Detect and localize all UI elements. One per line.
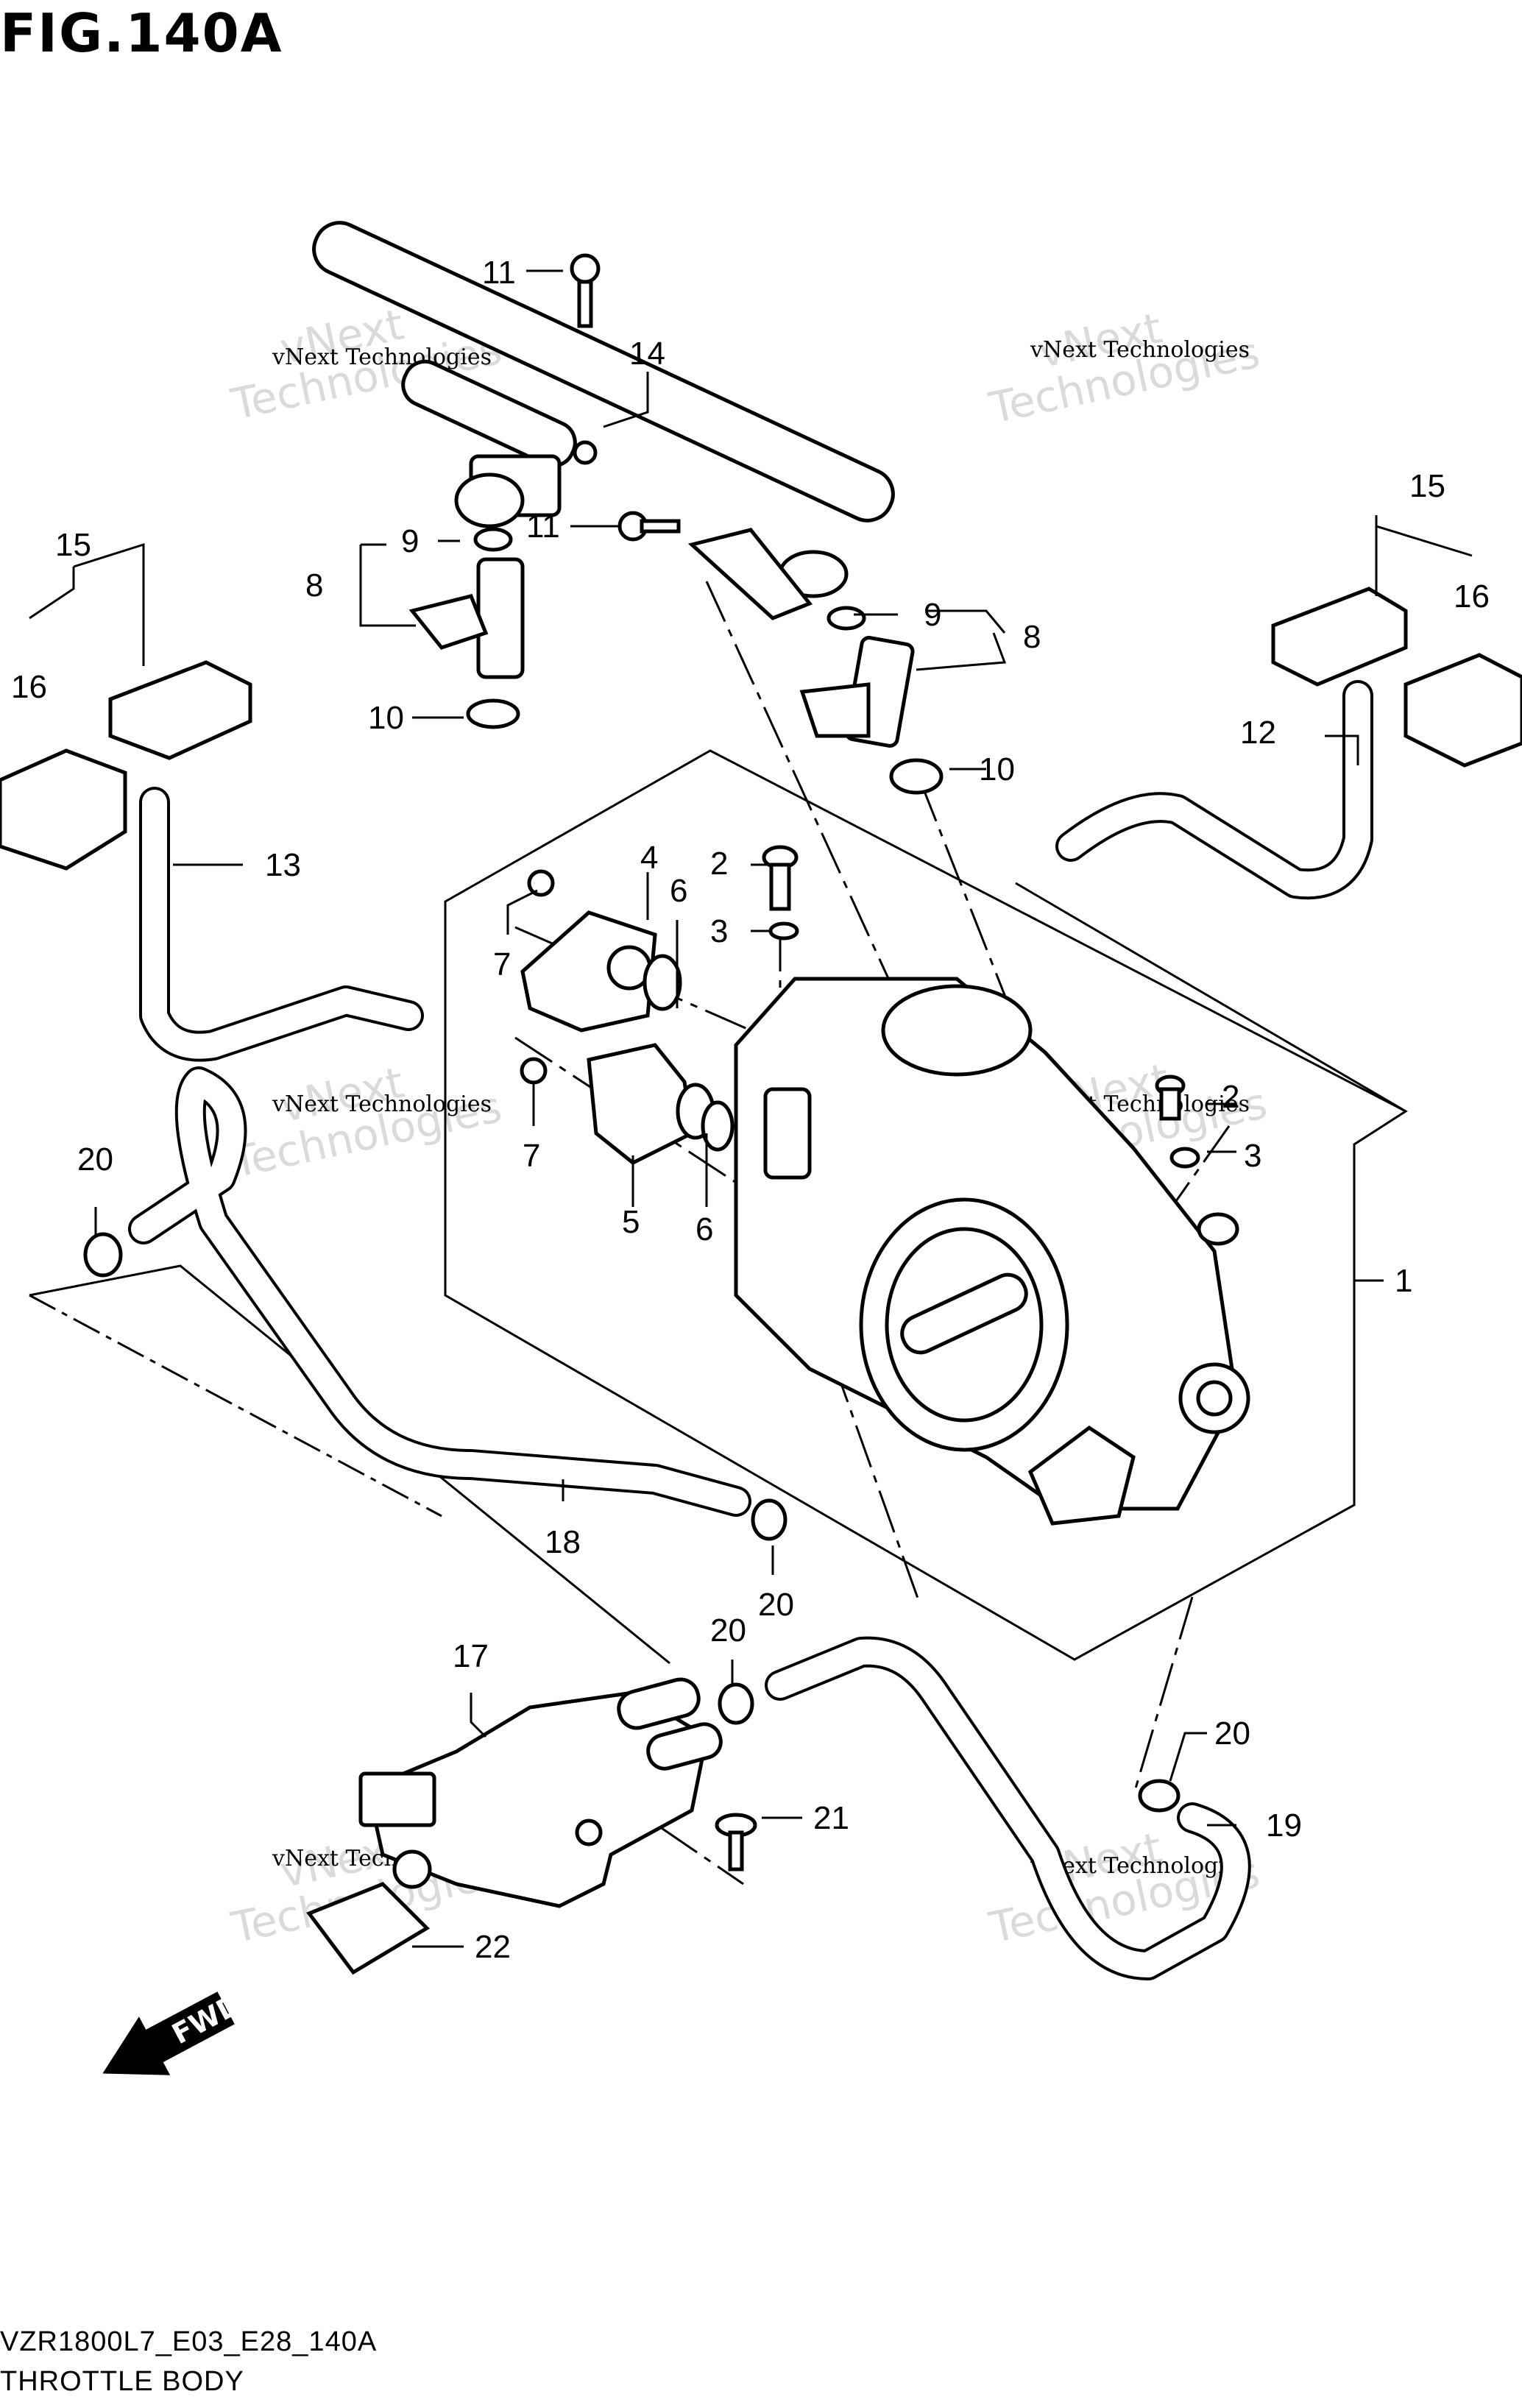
callout-11-mid: 11 bbox=[526, 509, 560, 545]
coupler-left bbox=[0, 660, 252, 871]
callout-8-left: 8 bbox=[305, 567, 323, 603]
callout-21: 21 bbox=[813, 1800, 849, 1836]
watermark-small: vNext Technologies bbox=[1030, 337, 1250, 363]
callout-16-right: 16 bbox=[1454, 578, 1490, 615]
callout-9-right: 9 bbox=[924, 597, 941, 633]
bolt-21 bbox=[715, 1813, 757, 1871]
throttle-body bbox=[734, 977, 1250, 1526]
hose-19 bbox=[765, 1636, 1251, 1980]
callout-4: 4 bbox=[640, 840, 658, 876]
callout-10-right: 10 bbox=[979, 751, 1015, 787]
sensor-5 bbox=[520, 1043, 735, 1165]
fwd-label: FWD bbox=[167, 1988, 247, 2051]
clamp-20-left bbox=[83, 1232, 123, 1278]
coupler-right bbox=[1271, 587, 1522, 768]
watermark-top-right: vNext Technologies bbox=[985, 303, 1264, 433]
hose-18 bbox=[128, 1066, 751, 1517]
screw-2-right bbox=[1155, 1074, 1200, 1169]
figure-title: FIG.140A bbox=[0, 2, 283, 64]
callout-6-bottom: 6 bbox=[695, 1211, 713, 1247]
callout-15-left: 15 bbox=[55, 527, 91, 563]
callout-9-left: 9 bbox=[401, 523, 419, 559]
callout-18: 18 bbox=[545, 1524, 581, 1560]
callout-5: 5 bbox=[622, 1204, 640, 1240]
callout-13: 13 bbox=[265, 847, 301, 883]
callout-14: 14 bbox=[629, 336, 665, 372]
hose-group-outline bbox=[29, 1264, 670, 1665]
pad-22 bbox=[306, 1882, 431, 1975]
injector-right bbox=[799, 606, 944, 795]
fuel-rail bbox=[312, 221, 895, 620]
callout-12: 12 bbox=[1240, 715, 1276, 751]
hose-12 bbox=[1055, 680, 1373, 900]
callout-15-right: 15 bbox=[1409, 468, 1445, 504]
callout-22: 22 bbox=[475, 1929, 511, 1965]
screw-2-top bbox=[762, 845, 799, 941]
hose-group-outline-2 bbox=[29, 1294, 442, 1518]
callout-10-left: 10 bbox=[368, 700, 404, 736]
callout-8-right: 8 bbox=[1023, 619, 1041, 655]
figure-caption: THROTTLE BODY bbox=[0, 2366, 244, 2397]
model-code: VZR1800L7_E03_E28_140A bbox=[0, 2326, 378, 2357]
clamp-20-lower bbox=[718, 1682, 754, 1725]
callout-11-top: 11 bbox=[482, 255, 516, 291]
callout-19: 19 bbox=[1266, 1807, 1302, 1844]
callout-7-top: 7 bbox=[493, 946, 511, 982]
watermark-small: vNext Technologies bbox=[272, 1091, 492, 1117]
callout-17: 17 bbox=[453, 1638, 489, 1674]
callout-20-left: 20 bbox=[77, 1141, 113, 1178]
watermark-small: vNext Technologies bbox=[272, 344, 492, 370]
screw-11-mid bbox=[617, 511, 681, 542]
hose-12-outline bbox=[1015, 882, 1406, 1113]
callout-2-top: 2 bbox=[710, 846, 728, 882]
callout-20-center: 20 bbox=[758, 1587, 794, 1623]
callout-6-top: 6 bbox=[670, 873, 687, 909]
leader-lines bbox=[29, 269, 1473, 1948]
callout-3-top: 3 bbox=[710, 913, 728, 949]
callout-7-bottom: 7 bbox=[523, 1138, 540, 1174]
clamp-20-right bbox=[1138, 1779, 1181, 1813]
hose-13 bbox=[139, 787, 424, 1062]
callout-2-right: 2 bbox=[1222, 1079, 1239, 1115]
screw-11-top bbox=[570, 253, 601, 328]
throttle-body-assembly-box bbox=[444, 749, 1408, 1661]
valve-17 bbox=[358, 1677, 723, 1908]
callout-3-right: 3 bbox=[1244, 1138, 1261, 1174]
clamp-20-center bbox=[751, 1498, 787, 1541]
callout-1: 1 bbox=[1395, 1263, 1412, 1299]
callout-16-left: 16 bbox=[11, 669, 47, 705]
sensor-4 bbox=[520, 869, 682, 1033]
injector-left bbox=[408, 527, 525, 729]
callout-numbers: 1 2 2 3 3 4 5 6 6 7 7 8 8 9 9 10 10 11 1… bbox=[11, 255, 1490, 1965]
forward-arrow-icon: FWD bbox=[102, 1988, 247, 2075]
callout-20-right: 20 bbox=[1214, 1715, 1250, 1752]
callout-20-lower: 20 bbox=[710, 1612, 746, 1649]
